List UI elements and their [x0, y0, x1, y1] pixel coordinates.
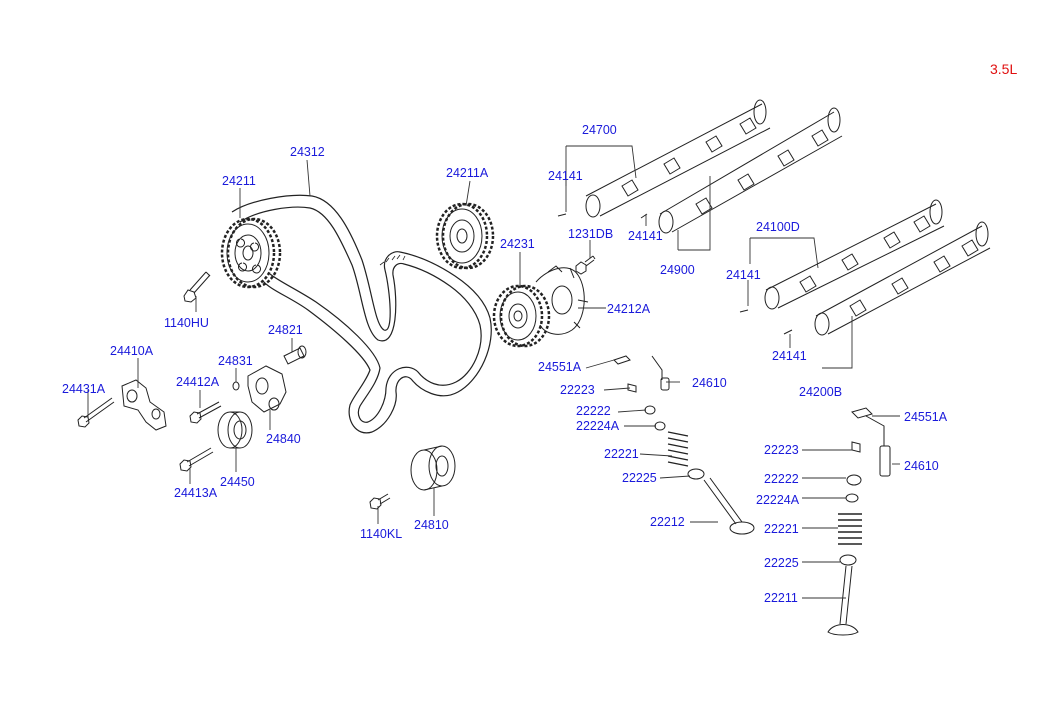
callout-24211[interactable]: 24211 [222, 174, 256, 188]
callout-22221-right[interactable]: 22221 [764, 522, 799, 536]
callout-24141-b[interactable]: 24141 [628, 229, 663, 243]
callout-22225-center[interactable]: 22225 [622, 471, 657, 485]
callout-24212A[interactable]: 24212A [607, 302, 651, 316]
dowel-pin-24141 [557, 213, 793, 335]
callout-22224A-right[interactable]: 22224A [756, 493, 800, 507]
callout-24141-a[interactable]: 24141 [548, 169, 583, 183]
callout-24141-d[interactable]: 24141 [772, 349, 807, 363]
camshaft-24700-upper [585, 99, 771, 218]
callout-24231[interactable]: 24231 [500, 237, 535, 251]
idler-pulley-24810 [410, 445, 456, 491]
engine-displacement-label: 3.5L [990, 61, 1018, 77]
callout-24821[interactable]: 24821 [268, 323, 303, 337]
bolt-1231DB [575, 255, 596, 275]
callout-22211[interactable]: 22211 [764, 591, 798, 605]
callout-22222-right[interactable]: 22222 [764, 472, 799, 486]
camshaft-24200B [814, 221, 991, 336]
callout-22224A-center[interactable]: 22224A [576, 419, 620, 433]
valvetrain-center [613, 355, 755, 535]
camshaft-24700-lower [658, 107, 843, 234]
callout-24312[interactable]: 24312 [290, 145, 325, 159]
callout-22223-right[interactable]: 22223 [764, 443, 799, 457]
callout-1231DB[interactable]: 1231DB [568, 227, 614, 241]
bolt-24413A [179, 447, 214, 472]
callout-22225-right[interactable]: 22225 [764, 556, 799, 570]
cam-sprocket-24211 [220, 217, 282, 289]
tensioner-24840 [247, 365, 287, 413]
valvetrain-right [827, 407, 891, 636]
callout-24450[interactable]: 24450 [220, 475, 255, 489]
cvvt-actuator-24212A [535, 265, 589, 335]
callout-24200B[interactable]: 24200B [799, 385, 843, 399]
callout-24840[interactable]: 24840 [266, 432, 301, 446]
bolt-24431A [77, 397, 115, 428]
callout-24413A[interactable]: 24413A [174, 486, 218, 500]
callout-24100D[interactable]: 24100D [756, 220, 800, 234]
bolt-24412A [189, 401, 222, 424]
callout-24410A[interactable]: 24410A [110, 344, 154, 358]
callout-24610-center[interactable]: 24610 [692, 376, 727, 390]
callout-24700[interactable]: 24700 [582, 123, 617, 137]
callout-24412A[interactable]: 24412A [176, 375, 220, 389]
callout-1140HU[interactable]: 1140HU [164, 316, 209, 330]
washer-24831 [232, 381, 240, 391]
callout-24831[interactable]: 24831 [218, 354, 253, 368]
callout-24211A[interactable]: 24211A [446, 166, 489, 180]
camshaft-24100D [764, 199, 945, 310]
callout-1140KL[interactable]: 1140KL [360, 527, 403, 541]
callout-22222-center[interactable]: 22222 [576, 404, 611, 418]
pin-24821 [283, 345, 307, 365]
callout-24900[interactable]: 24900 [660, 263, 695, 277]
cam-sprocket-24211A [435, 202, 495, 270]
tensioner-arm-24410A [121, 379, 167, 431]
cam-sprocket-24231 [492, 284, 551, 348]
bolt-1140KL [369, 493, 391, 510]
callout-24551A-center[interactable]: 24551A [538, 360, 582, 374]
callout-22221-center[interactable]: 22221 [604, 447, 639, 461]
callout-24141-c[interactable]: 24141 [726, 268, 761, 282]
timing-belt [231, 194, 492, 434]
callout-22223-center[interactable]: 22223 [560, 383, 595, 397]
callout-24431A[interactable]: 24431A [62, 382, 106, 396]
bolt-1140HU [183, 271, 211, 303]
callout-24551A-right[interactable]: 24551A [904, 410, 948, 424]
leader-lines [87, 145, 900, 599]
callout-22212[interactable]: 22212 [650, 515, 685, 529]
idler-pulley-24450 [217, 411, 253, 449]
callout-24810[interactable]: 24810 [414, 518, 449, 532]
callout-24610-right[interactable]: 24610 [904, 459, 939, 473]
